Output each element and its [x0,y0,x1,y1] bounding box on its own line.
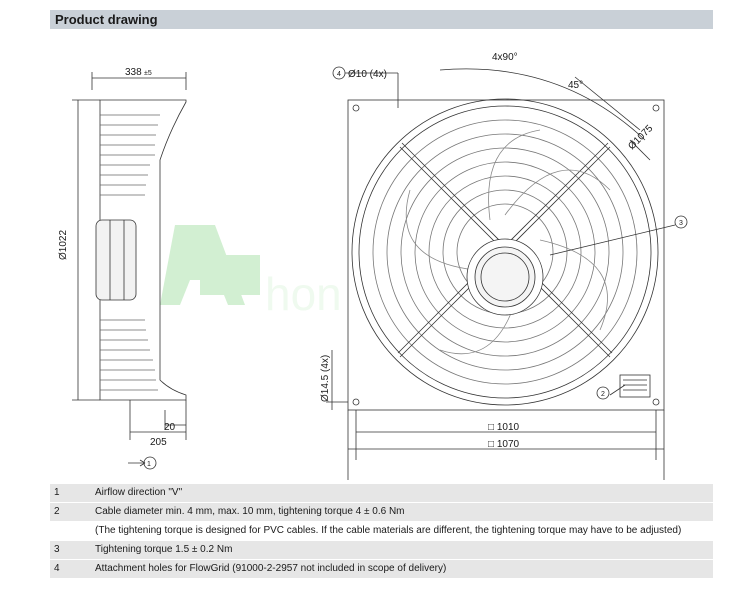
width-1070-label: □ 1070 [488,439,520,450]
front-view [326,66,688,480]
note-number: 3 [50,540,91,560]
note-text: Attachment holes for FlowGrid (91000-2-2… [91,559,713,579]
width-1010-label: □ 1010 [488,422,520,433]
offset-205-label: 205 [150,437,167,448]
notes-row: (The tightening torque is designed for P… [50,522,713,541]
note-text: Airflow direction "V" [91,484,713,503]
note-number: 2 [50,502,91,522]
section-title: Product drawing [55,12,158,27]
callout-2: 2 [601,391,605,398]
note-text: Tightening torque 1.5 ± 0.2 Nm [91,540,713,560]
holes-callout: 4 [337,71,341,78]
diameter-label: Ø1022 [58,230,69,260]
watermark: hon [160,225,342,320]
holes-label: Ø10 (4x) [348,69,387,80]
note-text: Cable diameter min. 4 mm, max. 10 mm, ti… [91,502,713,522]
depth-tolerance: ±5 [144,70,152,77]
offset-20-label: 20 [164,422,176,433]
note-number: 1 [50,484,91,503]
angle-45: 45° [568,80,583,91]
corner-holes-label: Ø14.5 (4x) [320,355,331,402]
depth-label: 338 [125,67,142,78]
callout-3: 3 [679,220,683,227]
callout-1: 1 [147,461,151,468]
note-number [50,522,91,541]
angle-4x90: 4x90° [492,52,518,63]
note-number: 4 [50,559,91,579]
section-header: Product drawing [50,10,713,29]
product-drawing: hon [0,30,750,482]
side-view [72,72,187,470]
watermark-text: hon [265,268,342,320]
note-text: (The tightening torque is designed for P… [95,525,682,536]
